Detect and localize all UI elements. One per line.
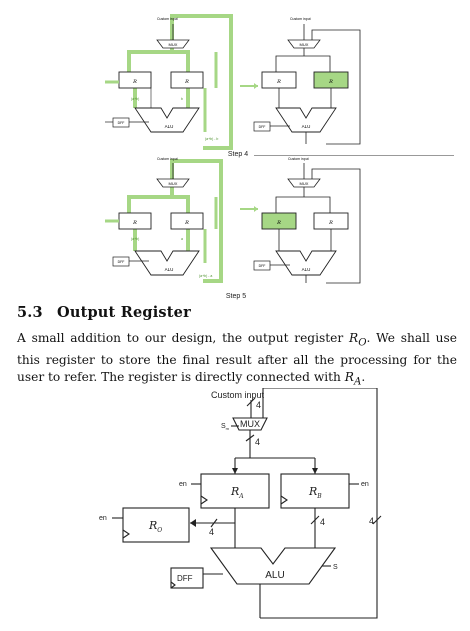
dff-label: DFF	[259, 125, 266, 129]
step4-caption: Step 4	[227, 151, 249, 158]
expr-left: (a+b)	[131, 97, 139, 101]
expr-mid: a	[181, 237, 183, 241]
expr-mid: b	[181, 97, 183, 101]
section-number: 5.3	[17, 304, 43, 321]
dff-label: DFF	[259, 264, 266, 268]
custom-input-label: Custom input	[288, 157, 309, 161]
section-heading: 5.3 Output Register	[17, 304, 191, 321]
expr-left: (a+b)	[131, 237, 139, 241]
expr-bottom: (a+b) - b	[205, 137, 218, 141]
s-output-label: S	[333, 564, 338, 571]
rb-label: R	[184, 79, 189, 85]
alu-label: ALU	[302, 267, 311, 272]
ra-label: R	[276, 79, 281, 85]
mux-select-label: Sm	[221, 423, 230, 431]
ro-label: RO	[148, 519, 162, 534]
dff-label: DFF	[177, 574, 193, 583]
mux-label: MUX	[240, 419, 260, 429]
alu-label: ALU	[265, 570, 284, 581]
step4-left-diagram: MUX Custom input R R ALU DFF (a+b) b (a+…	[105, 12, 240, 152]
ra-label: R	[132, 79, 137, 85]
rb-label: R	[328, 220, 333, 226]
alu-label: ALU	[165, 267, 174, 272]
output-register-diagram: Custom input 4 MUX Sm 4 en en en 4 4 4 D…	[95, 387, 395, 627]
section-title: Output Register	[57, 304, 191, 321]
mux-label: MUX	[300, 181, 309, 186]
ra-label: R	[276, 220, 281, 226]
rb-label: R	[184, 220, 189, 226]
ra-label: R	[132, 220, 137, 226]
custom-input-label: Custom input	[157, 157, 178, 161]
custom-input-label: Custom input	[157, 17, 178, 21]
custom-input-label: Custom input	[211, 390, 265, 400]
alu-label: ALU	[165, 124, 174, 129]
ra-label: RA	[230, 485, 244, 500]
mux-label: MUX	[169, 181, 178, 186]
mux-label: MUX	[169, 42, 178, 47]
en-ro-label: en	[99, 515, 107, 522]
dff-label: DFF	[118, 121, 125, 125]
dff-label: DFF	[118, 260, 125, 264]
bus-width-label: 4	[320, 517, 325, 527]
step5-right-diagram: MUX Custom input R R ALU DFF	[240, 157, 375, 297]
step5-left-diagram: MUX Custom input R R ALU DFF (a+b) a (a+…	[105, 157, 240, 297]
custom-input-label: Custom input	[290, 17, 311, 21]
expr-bottom: (a+b) - a	[199, 274, 212, 278]
step-divider	[254, 155, 454, 156]
en-rb-label: en	[361, 481, 369, 488]
step4-right-diagram: MUX Custom input R R ALU DFF	[240, 12, 375, 152]
mux-label: MUX	[300, 42, 309, 47]
step5-caption: Step 5	[225, 293, 247, 300]
bus-width-label: 4	[369, 516, 374, 526]
section-paragraph: A small addition to our design, the outp…	[17, 331, 457, 388]
bus-width-label: 4	[256, 400, 261, 410]
rb-label: R	[328, 79, 333, 85]
alu-label: ALU	[302, 124, 311, 129]
en-ra-label: en	[179, 481, 187, 488]
bus-width-label: 4	[209, 527, 214, 537]
rb-label: RB	[308, 485, 322, 500]
bus-width-label: 4	[255, 437, 260, 447]
